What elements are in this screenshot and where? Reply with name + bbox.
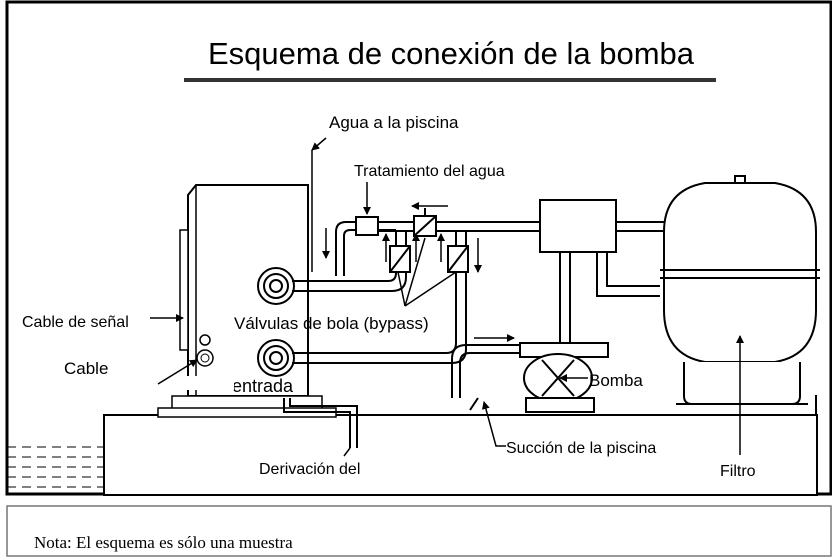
label-water-treatment: Tratamiento del agua	[354, 163, 505, 180]
label-power-cable: Cable	[64, 359, 108, 378]
arrow-power-cable	[157, 359, 198, 385]
label-bypass: Derivación del	[259, 461, 360, 478]
bypass-valve-left	[389, 245, 411, 273]
label-filter: Filtro	[720, 463, 756, 480]
leader-lines	[150, 137, 744, 457]
arrow-pool-suction	[481, 401, 506, 447]
pool-water	[7, 446, 104, 488]
label-inlet: entrada	[232, 376, 294, 396]
label-pool-suction: Succión de la piscina	[506, 440, 656, 457]
arrow-water-to-pool	[311, 137, 327, 151]
note-text: Nota: El esquema es sólo una muestra	[34, 533, 293, 552]
bypass-valve-right	[447, 245, 469, 273]
signal-cable-port	[199, 334, 211, 346]
ground-slab	[103, 414, 818, 496]
leader-valve-right	[404, 271, 457, 307]
lower-pipe-connector	[257, 339, 295, 377]
filter-tank	[660, 175, 820, 405]
water-treatment-device	[355, 216, 379, 236]
diagram-title: Esquema de conexión de la bomba	[208, 36, 695, 71]
bypass-valve-top	[413, 208, 437, 237]
label-pump: Bomba	[589, 371, 643, 390]
leader-bypass	[343, 447, 351, 457]
flow-arrows	[322, 202, 515, 342]
label-water-to-pool: Agua a la piscina	[329, 113, 459, 132]
label-ball-valves: Válvulas de bola (bypass)	[234, 314, 429, 333]
leader-valve-left	[397, 271, 406, 307]
note-box	[6, 505, 832, 557]
leader-valve-top	[404, 237, 426, 307]
pump-strainer-box	[539, 199, 617, 253]
pump	[519, 342, 609, 413]
upper-pipe-connector	[257, 267, 295, 305]
label-signal-cable: Cable de señal	[22, 314, 129, 331]
